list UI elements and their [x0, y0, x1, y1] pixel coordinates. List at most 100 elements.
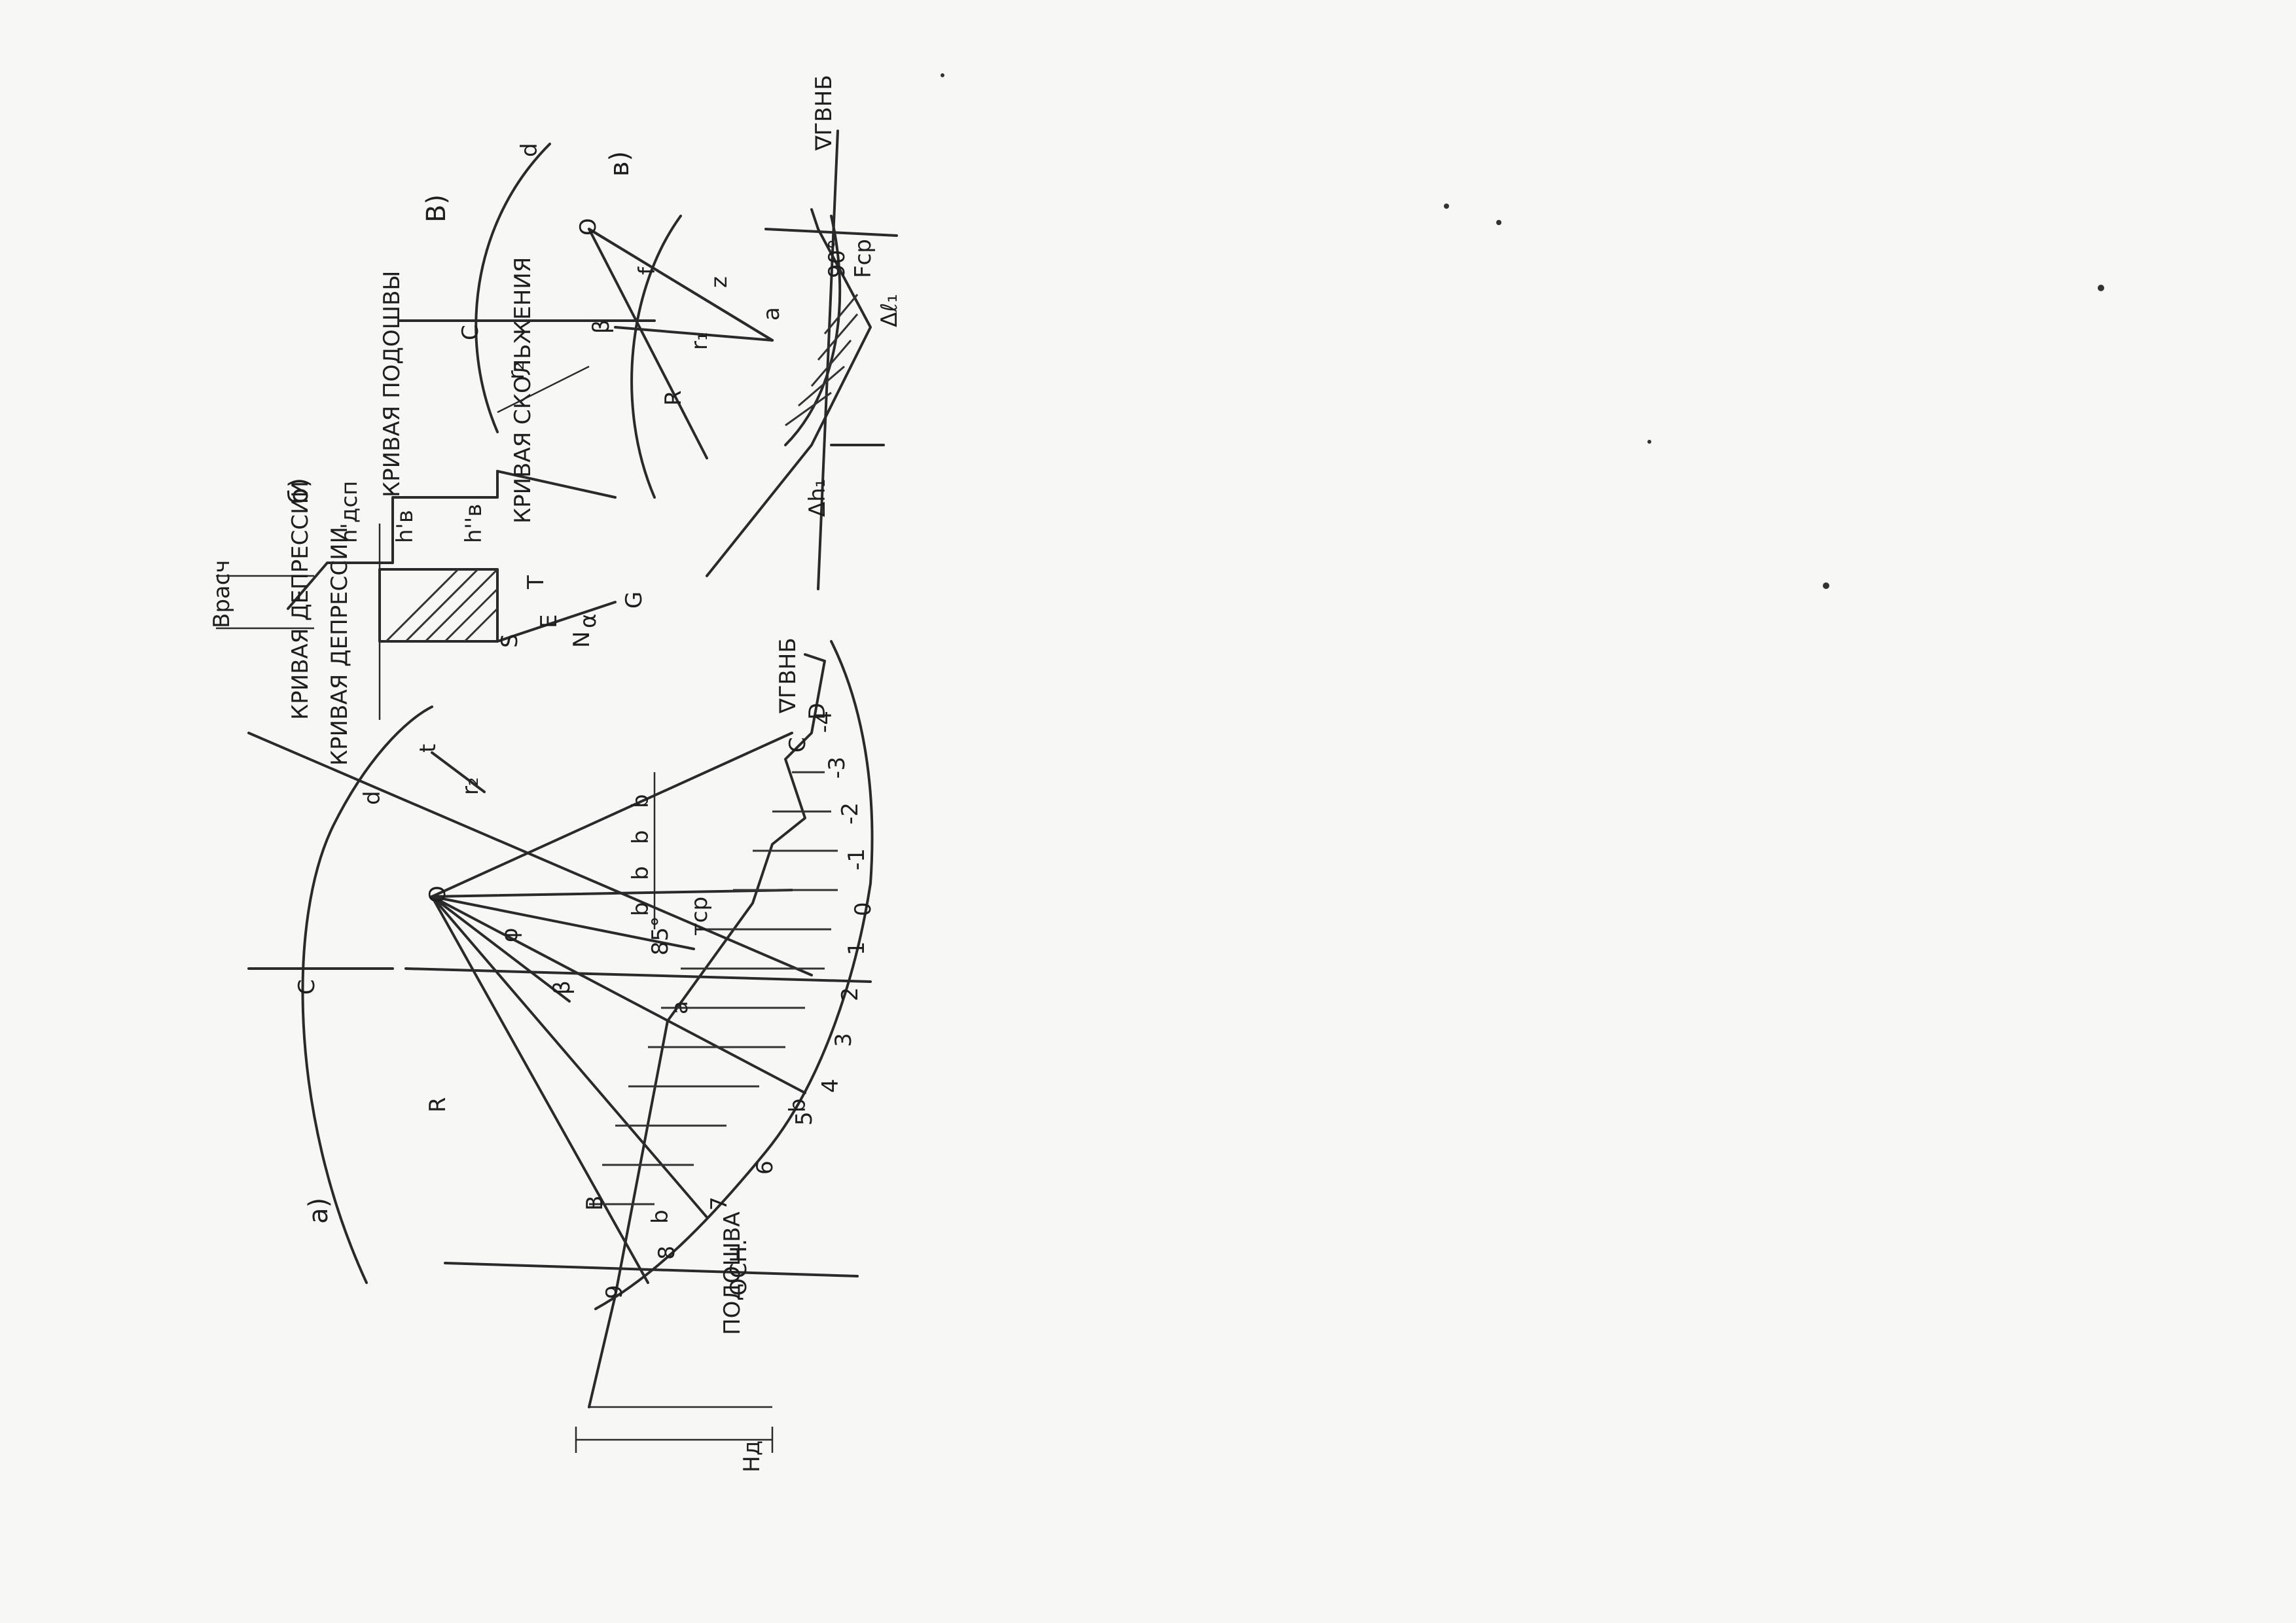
radius-line-3: [431, 895, 806, 1094]
radius-line-1: [431, 895, 649, 1284]
slip-circle: [594, 640, 874, 1310]
point-g: G: [621, 592, 647, 609]
point-f: f: [634, 266, 660, 275]
diagonal-d: [247, 732, 813, 976]
radius-to-b: [431, 732, 793, 898]
b-top-label: Bрасч: [209, 560, 235, 628]
curve-slide-label: КРИВАЯ СКОЛЬЖЕНИЯ: [510, 257, 536, 524]
slope-profile-v: [706, 208, 872, 577]
svg-text:b: b: [628, 902, 654, 916]
curve-depression-label: КРИВАЯ ДЕПРЕССИИ: [327, 527, 353, 766]
water-line-v: [817, 130, 839, 590]
point-a-v: a: [759, 307, 785, 321]
wedge-outline: [287, 470, 499, 610]
h-b2-label: h''в: [461, 504, 487, 543]
strip-num: 8: [654, 1245, 680, 1260]
h-b1-label: h'в: [392, 510, 418, 543]
panel-a: а) C d O R a B D b C t r₂ β φ 85° тср ∇Г…: [247, 527, 876, 1472]
radius-line-5: [431, 889, 793, 898]
point-a: a: [667, 1001, 693, 1014]
dl-label: Δℓ₁: [876, 294, 903, 327]
strip-num: 9: [601, 1285, 628, 1299]
strip-num: -1: [844, 848, 870, 870]
radius-line-6: [431, 895, 571, 1003]
radius-o-a: [588, 228, 774, 342]
strip-num: 1: [844, 941, 870, 955]
z-label: z: [706, 276, 732, 288]
strip-numbers: 9 8 7 6 5 4 3 2 1 0 -1 -2 -3 -4: [601, 711, 876, 1299]
svg-text:b: b: [628, 866, 654, 880]
h-dimension: Hд: [739, 1440, 765, 1472]
angle-90-label: 90°: [824, 239, 850, 278]
svg-text:b: b: [628, 830, 654, 844]
arc-small-v: [630, 215, 682, 499]
slip-line-b: [496, 470, 617, 499]
vertical-line-v: [764, 228, 898, 237]
r2-label-v: r₂: [503, 361, 529, 380]
point-b-upper: B: [582, 1196, 608, 1211]
point-s: S: [497, 633, 523, 648]
strip-hatching: [589, 771, 838, 1205]
panel-b-label: б): [284, 478, 314, 504]
point-t: t: [415, 744, 441, 753]
strip-num: 3: [831, 1033, 857, 1047]
point-d-lower: D: [804, 703, 831, 720]
dh-label: Δh₁: [804, 479, 831, 517]
slip-arc-v: [784, 215, 842, 446]
point-c-lower: C: [785, 737, 811, 753]
arc-c-v: [475, 143, 551, 433]
point-o-v: O: [575, 218, 601, 236]
r1-line: [614, 326, 774, 342]
radius-line-2: [431, 895, 708, 1219]
curve-dep-label-b: КРИВАЯ ДЕПРЕССИИ: [287, 481, 314, 720]
water-level-label: ∇ГВНБ: [775, 637, 801, 714]
point-t-b: T: [523, 575, 549, 590]
strip-num: 7: [706, 1196, 732, 1211]
base-label: ПОДОШВА: [719, 1211, 745, 1335]
strip-num: 5: [791, 1111, 817, 1126]
point-c: C: [294, 979, 320, 995]
strip-num: 0: [850, 902, 876, 916]
point-d: d: [359, 791, 386, 805]
slip-arc-top: [301, 705, 433, 1284]
strip-num: 6: [752, 1160, 778, 1175]
radius-line-4: [431, 895, 695, 950]
radius-r-v-label: R: [660, 390, 687, 406]
point-n: N: [569, 632, 595, 648]
strip-num: -2: [837, 802, 863, 825]
tau-label: тср: [687, 897, 713, 936]
beta-v: β: [588, 319, 615, 334]
radius-r: R: [425, 1097, 451, 1113]
b-marks: b b b b b: [628, 794, 673, 1224]
slip-line-b2: [496, 601, 617, 643]
r1-label: r₁: [687, 332, 713, 350]
base-line: [444, 1262, 859, 1277]
panel-b: б) Bрасч h'дсп h'в h''в КРИВАЯ ПОДОШВЫ К…: [209, 257, 647, 720]
panel-v: В) в) C d O a f R r₁ r₂ β z ∇ГВНБ Δh₁ Δℓ…: [398, 75, 903, 590]
svg-text:b: b: [647, 1209, 673, 1224]
strip-num: 2: [837, 987, 863, 1001]
strip-num: -4: [811, 711, 837, 733]
osn-label: ОСН.: [726, 1239, 752, 1296]
center-line-c: [404, 967, 872, 983]
panel-v-label: в): [605, 151, 635, 177]
radius-r-v: [588, 228, 708, 459]
block-hatching: [385, 568, 499, 643]
h-dep-label: h'дсп: [336, 481, 363, 543]
point-o: O: [425, 885, 451, 903]
scan-specks: [941, 73, 2104, 589]
strip-num: 4: [817, 1079, 844, 1093]
svg-text:b: b: [628, 794, 654, 808]
t-line: [431, 751, 486, 793]
label-beta: β: [549, 980, 575, 995]
water-label-v: ∇ГВНБ: [811, 75, 837, 151]
panel-v-top-label: В): [422, 194, 452, 223]
point-b: b: [785, 1098, 811, 1113]
curve-base-label: КРИВАЯ ПОДОШВЫ: [379, 271, 405, 497]
angle-alpha: α: [575, 614, 601, 628]
slope-profile: [588, 653, 826, 1408]
angle-85: 85°: [647, 916, 673, 955]
angle-phi: φ: [497, 928, 523, 942]
